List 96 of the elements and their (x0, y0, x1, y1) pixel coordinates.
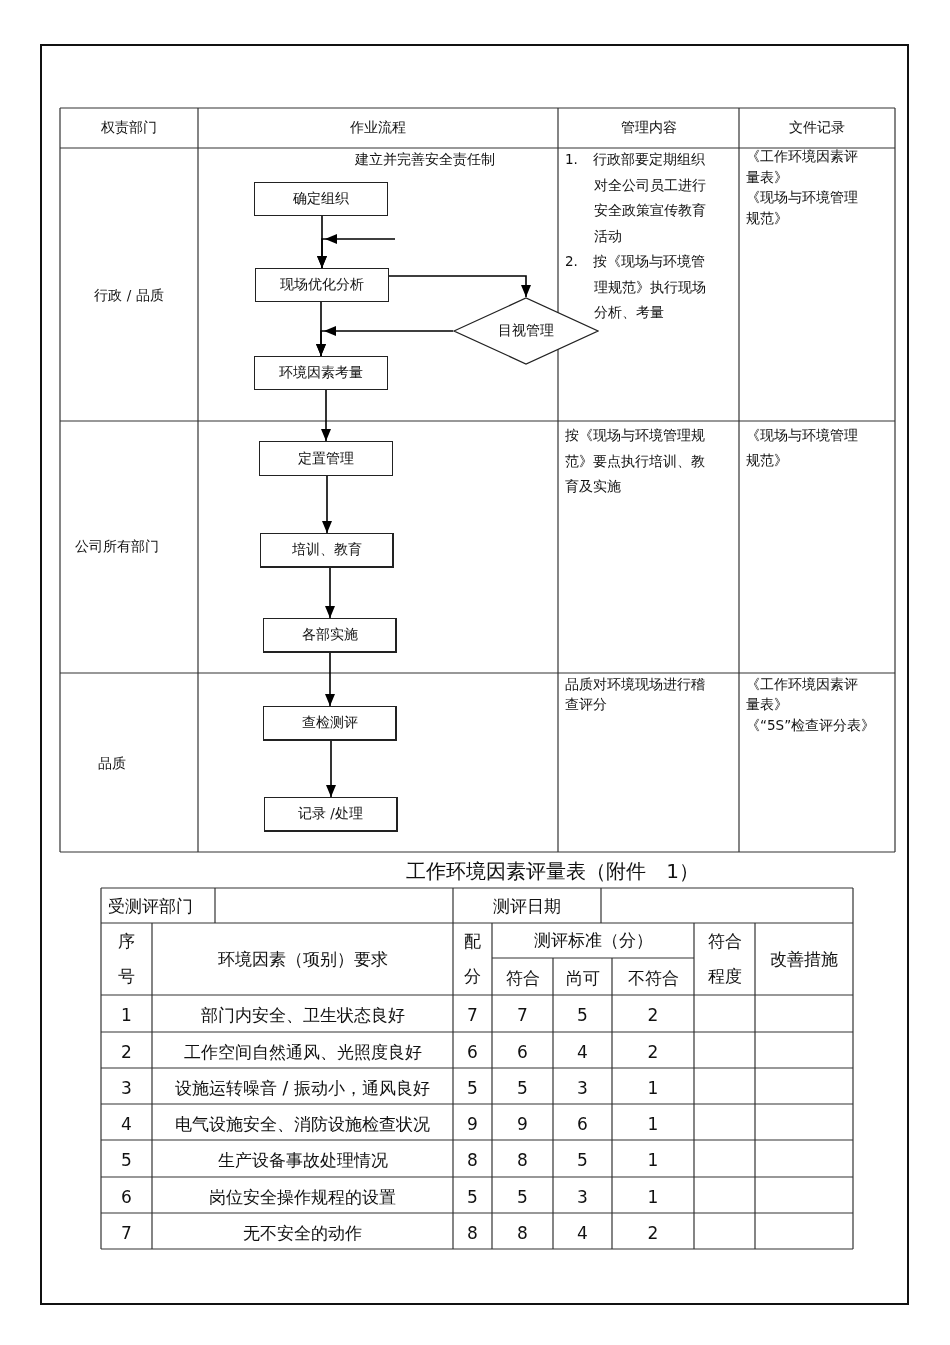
step-label: 环境因素考量 (279, 364, 363, 382)
instruction-text: 品质对环境现场进行稽查评分 (565, 675, 706, 715)
lane-label: 公司所有部门 (75, 538, 159, 556)
row-number: 5 (121, 1149, 132, 1172)
field-label: 测评日期 (493, 895, 561, 918)
step-label: 确定组织 (293, 190, 349, 208)
requirement-text: 部门内安全、卫生状态良好 (200, 1004, 405, 1027)
document-title: 《现场与环境管理规范》 (746, 426, 859, 470)
lane-label: 行政 / 品质 (94, 287, 164, 305)
requirement-text: 岗位安全操作规程的设置 (209, 1185, 396, 1209)
column-header: 序号 (117, 930, 136, 988)
score-value: 7 (517, 1004, 528, 1027)
process-box (263, 706, 397, 741)
score-value: 3 (577, 1185, 588, 1209)
process-box (263, 618, 397, 653)
column-header: 文件记录 (789, 119, 845, 137)
column-header: 不符合 (627, 966, 679, 990)
score-value: 2 (647, 1004, 659, 1027)
step-label: 定置管理 (298, 449, 354, 468)
score-value: 5 (467, 1076, 478, 1100)
column-header: 权责部门 (101, 119, 157, 137)
flow-arrow (322, 475, 332, 534)
score-value: 2 (647, 1040, 659, 1064)
process-box (264, 797, 398, 832)
score-value: 4 (577, 1040, 588, 1064)
column-header: 作业流程 (350, 119, 406, 137)
column-header: 配分 (463, 930, 482, 988)
process-box (254, 356, 388, 390)
score-value: 1 (647, 1076, 659, 1100)
step-label: 记录 /处理 (298, 805, 363, 823)
score-value: 5 (577, 1149, 588, 1172)
flow-arrow (317, 234, 396, 269)
requirement-text: 电气设施安全、消防设施检查状况 (175, 1112, 430, 1136)
score-value: 5 (517, 1185, 528, 1209)
process-box (255, 268, 389, 302)
process-box (254, 182, 388, 216)
flow-arrow (388, 275, 531, 298)
flow-note: 建立并完善安全责任制 (355, 151, 495, 169)
column-header: 改善措施 (770, 947, 838, 971)
flow-arrow (321, 389, 331, 442)
score-value: 7 (467, 1004, 478, 1027)
process-box (260, 533, 394, 568)
score-value: 9 (467, 1112, 478, 1136)
document-title: 《工作环境因素评量表》 (746, 675, 859, 715)
score-value: 8 (517, 1221, 528, 1245)
field-label: 受测评部门 (108, 895, 193, 918)
score-value: 5 (577, 1004, 588, 1027)
process-box (259, 441, 393, 476)
score-value: 6 (467, 1040, 478, 1064)
row-number: 6 (121, 1185, 132, 1209)
score-value: 6 (517, 1040, 528, 1064)
row-number: 3 (121, 1076, 132, 1100)
row-number: 4 (121, 1112, 132, 1136)
document-title: 《“5S”检查评分表》 (746, 715, 876, 735)
score-value: 8 (517, 1149, 528, 1172)
column-header: 尚可 (565, 966, 600, 990)
row-number: 7 (121, 1221, 132, 1245)
step-label: 查检测评 (301, 714, 358, 732)
score-value: 5 (517, 1076, 528, 1100)
step-label: 培训、教育 (291, 541, 362, 559)
column-header: 管理内容 (620, 119, 677, 137)
step-label: 目视管理 (498, 322, 554, 340)
score-value: 8 (467, 1221, 478, 1245)
list-item: 2. 按《现场与环境管理规范》执行现场分析、考量 (565, 252, 707, 322)
document-title: 《现场与环境管理规范》 (746, 188, 859, 228)
score-value: 8 (467, 1149, 478, 1172)
flow-arrow (326, 740, 336, 798)
table-title: 工作环境因素评量表（附件 1） (405, 858, 700, 884)
requirement-text: 工作空间自然通风、光照度良好 (183, 1040, 422, 1064)
column-header: 环境因素（项别）要求 (217, 947, 388, 971)
flow-arrow (325, 652, 335, 707)
requirement-text: 生产设备事故处理情况 (217, 1149, 388, 1172)
column-header: 测评标准（分） (533, 929, 653, 952)
score-value: 9 (517, 1112, 528, 1136)
column-header: 符合程度 (706, 930, 743, 988)
score-value: 1 (647, 1185, 659, 1209)
requirement-text: 无不安全的动作 (243, 1221, 362, 1245)
score-value: 2 (647, 1221, 659, 1245)
step-label: 各部实施 (301, 626, 358, 644)
score-value: 6 (577, 1112, 588, 1136)
score-value: 1 (647, 1112, 659, 1136)
instruction-text: 按《现场与环境管理规范》要点执行培训、教育及实施 (565, 426, 706, 496)
list-item: 1. 行政部要定期组织对全公司员工进行安全政策宣传教育活动 (565, 150, 707, 246)
score-value: 5 (467, 1185, 478, 1209)
document-title: 《工作环境因素评量表》 (746, 147, 859, 187)
flow-arrow (325, 567, 335, 619)
requirement-text: 设施运转噪音 / 振动小，通风良好 (175, 1076, 430, 1100)
step-label: 现场优化分析 (280, 276, 364, 294)
row-number: 2 (121, 1040, 132, 1064)
score-value: 4 (577, 1221, 588, 1245)
score-value: 1 (647, 1149, 659, 1172)
score-value: 3 (577, 1076, 588, 1100)
row-number: 1 (121, 1004, 132, 1027)
column-header: 符合 (505, 966, 540, 990)
lane-label: 品质 (98, 755, 126, 773)
flow-arrow (316, 301, 326, 357)
